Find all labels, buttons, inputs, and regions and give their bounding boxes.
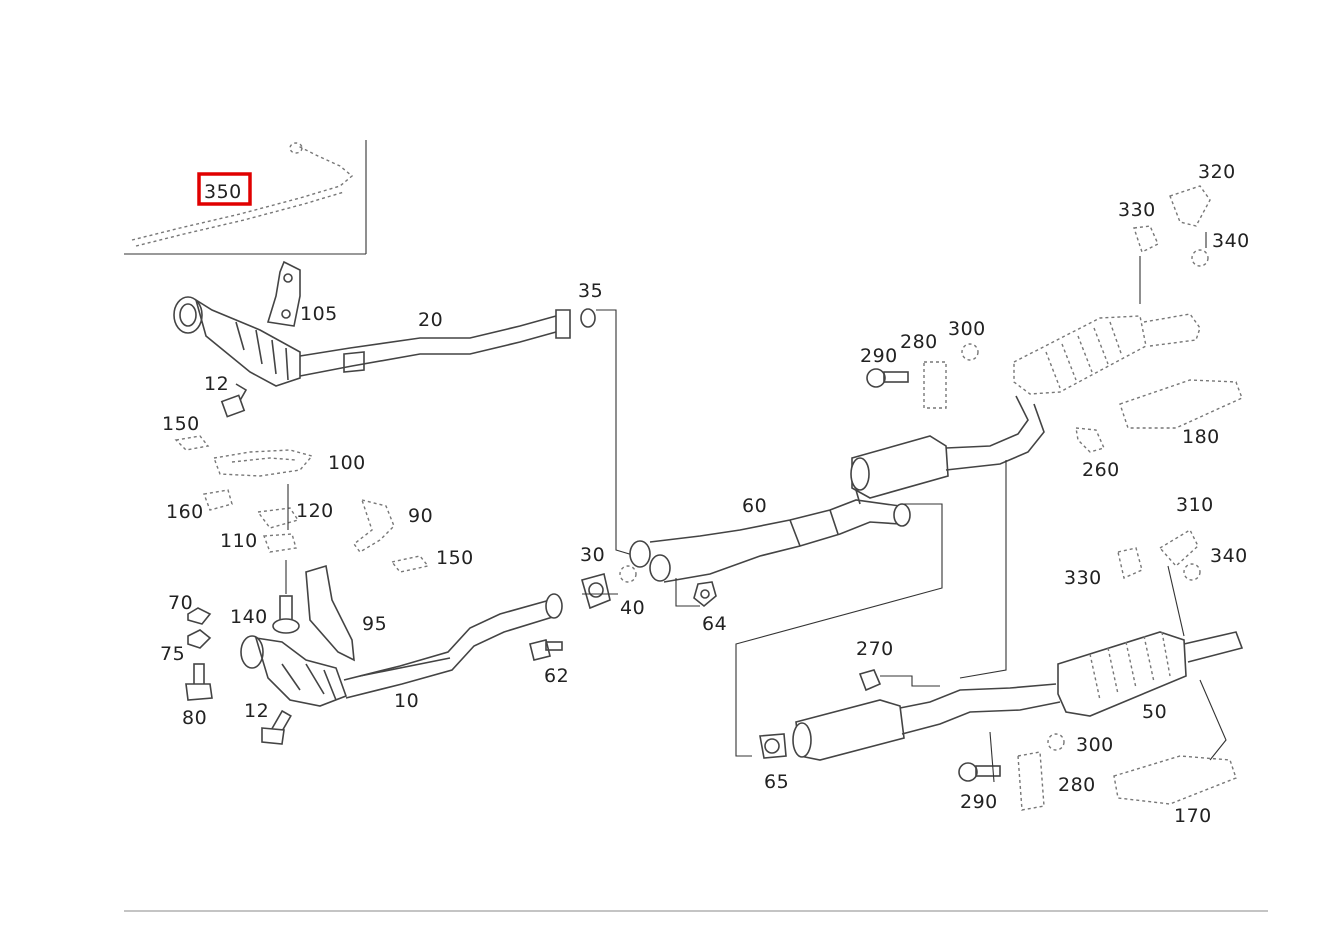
intermediate-pipe-60[interactable]	[629, 499, 911, 583]
part-340-upper[interactable]	[1191, 249, 1209, 267]
heat-shield-100[interactable]	[213, 449, 314, 477]
label-270[interactable]: 270	[856, 638, 894, 660]
front-pipe-lower[interactable]	[240, 593, 563, 707]
label-340-upper[interactable]: 340	[1212, 230, 1250, 252]
clamp-70[interactable]	[187, 607, 212, 625]
label-12-upper[interactable]: 12	[204, 373, 229, 395]
label-20[interactable]: 20	[418, 309, 443, 331]
inset-frame	[124, 140, 367, 255]
clamp-65[interactable]	[759, 733, 787, 759]
hanger-310[interactable]	[1158, 529, 1199, 567]
bolt-12-lower[interactable]	[261, 709, 292, 745]
callout-labels: 350 105 20 35 12 150 100 160 120 90 110 …	[160, 161, 1250, 827]
bolt-80[interactable]	[185, 663, 213, 701]
label-40[interactable]: 40	[620, 597, 645, 619]
label-30[interactable]: 30	[580, 544, 605, 566]
part-340-lower[interactable]	[1183, 563, 1201, 581]
label-320[interactable]: 320	[1198, 161, 1236, 183]
label-260[interactable]: 260	[1082, 459, 1120, 481]
label-280-lower[interactable]: 280	[1058, 774, 1096, 796]
bolt-290-upper[interactable]	[866, 368, 909, 388]
part-120[interactable]	[256, 507, 300, 529]
label-35[interactable]: 35	[578, 280, 603, 302]
label-150-upper[interactable]: 150	[162, 413, 200, 435]
part-110[interactable]	[263, 533, 297, 553]
label-80[interactable]: 80	[182, 707, 207, 729]
label-50[interactable]: 50	[1142, 701, 1167, 723]
nut-64[interactable]	[693, 581, 717, 608]
clamp-75[interactable]	[187, 629, 212, 649]
label-170[interactable]: 170	[1174, 805, 1212, 827]
gasket-30[interactable]	[581, 573, 611, 610]
label-330-upper[interactable]: 330	[1118, 199, 1156, 221]
nut-270[interactable]	[858, 669, 882, 692]
part-150-lower[interactable]	[390, 555, 430, 573]
label-60[interactable]: 60	[742, 495, 767, 517]
label-180[interactable]: 180	[1182, 426, 1220, 448]
label-120[interactable]: 120	[296, 500, 334, 522]
label-90[interactable]: 90	[408, 505, 433, 527]
part-260[interactable]	[1075, 427, 1105, 453]
part-350-pipe[interactable]	[131, 142, 354, 247]
rear-silencer-upper[interactable]	[1013, 313, 1201, 395]
label-64[interactable]: 64	[702, 613, 727, 635]
part-300-lower[interactable]	[1047, 733, 1065, 751]
part-90[interactable]	[353, 499, 395, 553]
heat-shield-180[interactable]	[1119, 379, 1243, 429]
label-290-lower[interactable]: 290	[960, 791, 998, 813]
part-330-lower[interactable]	[1117, 547, 1143, 579]
label-100[interactable]: 100	[328, 452, 366, 474]
rear-silencer-lower[interactable]	[1057, 631, 1244, 717]
label-12-lower[interactable]: 12	[244, 700, 269, 722]
label-105[interactable]: 105	[300, 303, 338, 325]
hanger-320[interactable]	[1169, 185, 1211, 227]
label-160[interactable]: 160	[166, 501, 204, 523]
part-280-upper[interactable]	[923, 361, 947, 409]
part-160[interactable]	[203, 489, 233, 511]
highlight-box	[197, 172, 252, 206]
part-150-upper[interactable]	[174, 435, 210, 451]
front-pipe-upper[interactable]	[173, 296, 571, 387]
label-280-upper[interactable]: 280	[900, 331, 938, 353]
label-140[interactable]: 140	[230, 606, 268, 628]
bracket-105[interactable]	[266, 260, 301, 327]
bolt-62[interactable]	[529, 639, 563, 661]
label-95[interactable]: 95	[362, 613, 387, 635]
label-300-lower[interactable]: 300	[1076, 734, 1114, 756]
part-330-upper[interactable]	[1133, 225, 1159, 253]
part-280-lower[interactable]	[1017, 751, 1045, 811]
bolt-12-upper[interactable]	[220, 383, 248, 418]
label-150-lower[interactable]: 150	[436, 547, 474, 569]
ring-40[interactable]	[619, 565, 637, 583]
middle-silencer-upper[interactable]	[850, 395, 1045, 505]
label-340-lower[interactable]: 340	[1210, 545, 1248, 567]
label-62[interactable]: 62	[544, 665, 569, 687]
bolt-140[interactable]	[272, 595, 300, 634]
label-310[interactable]: 310	[1176, 494, 1214, 516]
bolt-290-lower[interactable]	[958, 762, 1001, 782]
middle-silencer-lower[interactable]	[792, 683, 1061, 761]
label-75[interactable]: 75	[160, 643, 185, 665]
heat-shield-170[interactable]	[1113, 755, 1237, 805]
label-65[interactable]: 65	[764, 771, 789, 793]
label-300-upper[interactable]: 300	[948, 318, 986, 340]
part-300-upper[interactable]	[961, 343, 979, 361]
label-70[interactable]: 70	[168, 592, 193, 614]
ring-35[interactable]	[580, 308, 596, 328]
label-10[interactable]: 10	[394, 690, 419, 712]
bracket-95[interactable]	[305, 564, 355, 662]
label-290-upper[interactable]: 290	[860, 345, 898, 367]
label-110[interactable]: 110	[220, 530, 258, 552]
label-330-lower[interactable]: 330	[1064, 567, 1102, 589]
label-350[interactable]: 350	[204, 181, 242, 203]
